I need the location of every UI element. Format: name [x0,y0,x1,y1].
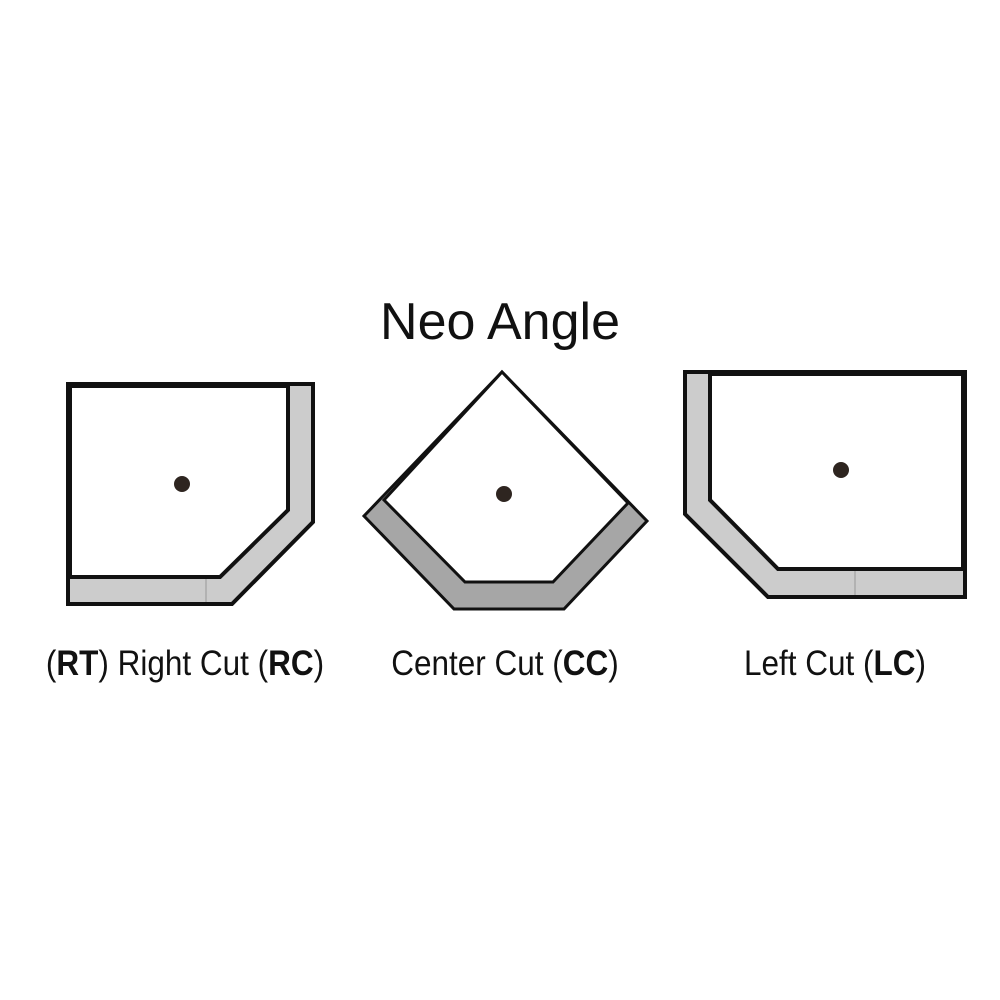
lc-code: LC [873,644,916,683]
drain-icon [174,476,190,492]
center-cut-label: Center Cut (CC) [391,644,619,683]
center-cut-base [361,369,650,611]
cc-code: CC [562,644,609,683]
right-cut-base [66,382,315,606]
diagram-title: Neo Angle [380,293,620,351]
right-cut-text: Right Cut [117,644,249,683]
drain-icon [496,486,512,502]
drain-icon [833,462,849,478]
left-cut-base [683,370,967,599]
right-cut-label: (RT) Right Cut (RC) [45,644,325,683]
center-cut-text: Center Cut [391,644,544,683]
rc-code: RC [268,644,314,683]
left-cut-label: Left Cut (LC) [743,644,927,683]
left-cut-text: Left Cut [743,644,855,683]
rt-code: RT [56,644,99,683]
